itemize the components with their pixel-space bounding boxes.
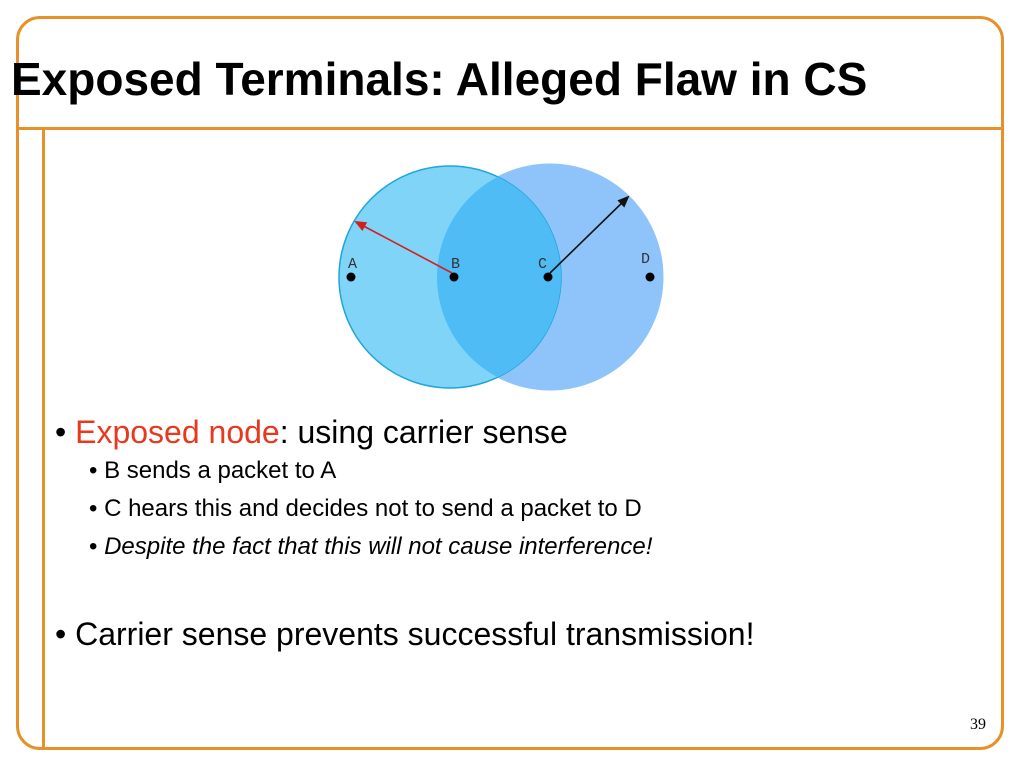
- slide-frame: [16, 16, 1004, 750]
- sub-bullet-c-hears: • C hears this and decides not to send a…: [55, 490, 995, 528]
- arrow-c-outward: [549, 195, 630, 274]
- sub-bullet-dot: •: [89, 533, 105, 560]
- sub-bullet-text: B sends a packet to A: [104, 457, 337, 484]
- node-c-label: C: [538, 256, 547, 273]
- title-divider: [16, 127, 1004, 130]
- bullet-dot: •: [55, 414, 76, 450]
- sub-bullet-b-sends: • B sends a packet to A: [55, 452, 995, 490]
- node-d-dot: [645, 272, 655, 282]
- node-b-label: B: [451, 256, 460, 273]
- bullet-carrier-sense: • Carrier sense prevents successful tran…: [55, 614, 995, 654]
- node-a-dot: [346, 272, 356, 282]
- node-d-label: D: [641, 251, 650, 268]
- arrow-b-to-a: [354, 221, 453, 274]
- sub-bullet-text: Despite the fact that this will not caus…: [104, 533, 653, 560]
- exposed-node-term: Exposed node: [75, 414, 280, 450]
- node-c-dot: [543, 272, 553, 282]
- sub-bullet-despite: • Despite the fact that this will not ca…: [55, 528, 995, 566]
- bullet-exposed-node: • Exposed node: using carrier sense: [55, 412, 995, 452]
- page-number: 39: [970, 716, 986, 733]
- sub-bullet-dot: •: [89, 495, 105, 522]
- bullet-dot: •: [55, 616, 76, 652]
- sub-bullet-dot: •: [89, 457, 105, 484]
- bullet-list: • Exposed node: using carrier sense • B …: [55, 412, 995, 654]
- carrier-sense-text: Carrier sense prevents successful transm…: [75, 616, 755, 652]
- slide-title: Exposed Terminals: Alleged Flaw in CS: [11, 53, 868, 105]
- left-vertical-rule: [42, 127, 45, 750]
- sub-bullet-text: C hears this and decides not to send a p…: [104, 495, 642, 522]
- exposed-node-desc: : using carrier sense: [279, 414, 568, 450]
- node-b-dot: [449, 272, 459, 282]
- node-a-label: A: [348, 256, 357, 273]
